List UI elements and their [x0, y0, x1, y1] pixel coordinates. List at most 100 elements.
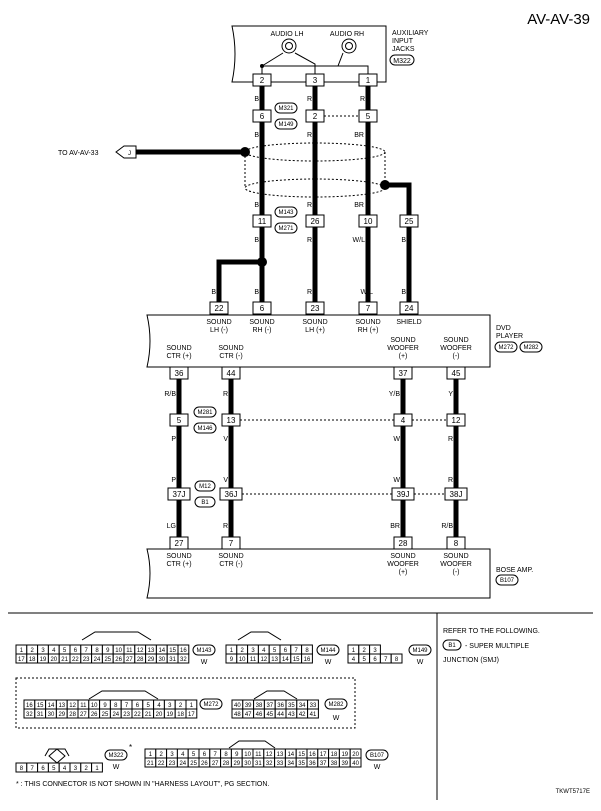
cavity-number: 11 [126, 648, 133, 654]
cavity-number: 2 [85, 766, 89, 772]
cavity-number: 4 [352, 657, 356, 663]
wire-color: P [171, 436, 176, 443]
cavity-number: 2 [363, 648, 367, 654]
bose-pin-label: SOUND [218, 553, 243, 560]
joint2-pin: 10 [364, 217, 373, 226]
cavity-number: 5 [52, 766, 56, 772]
cavity-number: 23 [83, 657, 90, 663]
wire-color: R [223, 523, 228, 530]
cavity-number: 44 [277, 712, 284, 718]
cavity-number: 1 [230, 648, 234, 654]
wire-color: B [254, 132, 259, 139]
cavity-number: 12 [69, 703, 76, 709]
wire-color: P [171, 477, 176, 484]
cavity-number: 19 [40, 657, 47, 663]
wire-color: B [254, 289, 259, 296]
bose-amp: 27 7 28 8 SOUND CTR (+) SOUND CTR (-) SO… [146, 536, 533, 599]
refer-text-1: REFER TO THE FOLLOWING. [443, 628, 540, 635]
cavity-number: 30 [158, 657, 165, 663]
dvd-bottom-pin: 44 [227, 369, 236, 378]
cavity-number: 35 [298, 761, 305, 767]
dvd-bottom-pin: 45 [452, 369, 461, 378]
dvd-top-pin: 7 [366, 304, 371, 313]
dvd-pin-label: WOOFER [387, 345, 419, 352]
cavity-number: 37 [320, 761, 327, 767]
dvd-bottom-pin: 36 [175, 369, 184, 378]
wire-color: R [448, 436, 453, 443]
cavity-number: 38 [256, 703, 263, 709]
cavity-number: 1 [149, 752, 153, 758]
aux-pin: 1 [366, 76, 371, 85]
wire-color: R [307, 96, 312, 103]
wire-color: V [223, 436, 228, 443]
cavity-number: 40 [234, 703, 241, 709]
m322-color: W [113, 764, 120, 771]
cavity-number: 8 [114, 703, 118, 709]
audio-lh-label: AUDIO LH [270, 31, 303, 38]
cavity-number: 9 [106, 648, 110, 654]
wire-color: R [307, 132, 312, 139]
dvd-pin-label: SOUND [302, 319, 327, 326]
cavity-number: 24 [94, 657, 101, 663]
m149-color: W [417, 659, 424, 666]
cavity-number: 46 [256, 712, 263, 718]
cavity-number: 22 [72, 657, 79, 663]
cavity-number: 26 [201, 761, 208, 767]
dvd-pin-label: CTR (-) [219, 353, 242, 360]
cavity-number: 32 [180, 657, 187, 663]
cavity-number: 10 [91, 703, 98, 709]
page-id: AV-AV-39 [527, 11, 590, 28]
dvd-pin-label: SOUND [218, 345, 243, 352]
cavity-number: 5 [192, 752, 196, 758]
cavity-number: 25 [190, 761, 197, 767]
wire-color: B [401, 289, 406, 296]
cavity-number: 2 [241, 648, 245, 654]
cavity-number: 7 [85, 648, 89, 654]
cavity-number: 21 [61, 657, 68, 663]
b107-id: B107 [370, 753, 385, 759]
dvd-top-pin: 24 [405, 304, 414, 313]
joint1-lower-connector: M149 [278, 122, 294, 128]
dvd-player: 22 6 23 7 24 SOUND LH (-) SOUND RH (-) S… [146, 301, 543, 380]
cavity-number: 5 [363, 657, 367, 663]
bose-pin-label: SOUND [390, 553, 415, 560]
cavity-number: 7 [295, 648, 299, 654]
joint3-pin: 5 [177, 416, 182, 425]
wire-color: BR [390, 523, 400, 530]
m282-id: M282 [328, 702, 344, 708]
cavity-number: 15 [293, 657, 300, 663]
joint4-pin: 36J [225, 490, 238, 499]
cavity-number: 6 [136, 703, 140, 709]
wire-color: LG [167, 523, 176, 530]
joint4-pin: 37J [173, 490, 186, 499]
cavity-number: 45 [266, 712, 273, 718]
cavity-number: 1 [352, 648, 356, 654]
cavity-number: 8 [224, 752, 228, 758]
joint4-lower-connector: B1 [201, 500, 209, 506]
cavity-number: 38 [331, 761, 338, 767]
bose-pin-label: WOOFER [440, 561, 472, 568]
cavity-number: 23 [169, 761, 176, 767]
to-av-33: TO AV-AV-33 J [58, 145, 250, 159]
cavity-number: 1 [190, 703, 194, 709]
cavity-number: 9 [230, 657, 234, 663]
cavity-number: 16 [26, 703, 33, 709]
bose-pin-label: SOUND [443, 553, 468, 560]
wire-color: W [393, 477, 400, 484]
m144-id: M144 [320, 648, 336, 654]
joint4-pin: 38J [450, 490, 463, 499]
connector-cavity [390, 653, 403, 664]
cavity-number: 6 [203, 752, 207, 758]
aux-pin: 3 [313, 76, 318, 85]
dvd-connector: M272 [498, 345, 514, 351]
cavity-number: 27 [80, 712, 87, 718]
dvd-pin-label: LH (-) [210, 327, 228, 334]
cavity-number: 5 [63, 648, 67, 654]
